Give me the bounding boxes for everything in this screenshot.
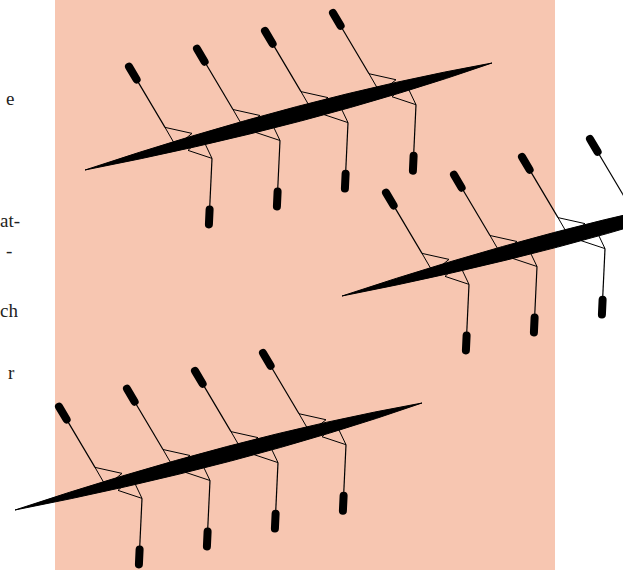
boat-hull bbox=[342, 189, 623, 296]
oar-blade bbox=[409, 156, 418, 171]
oar-blade bbox=[135, 549, 144, 564]
boat-hull bbox=[85, 63, 492, 170]
text-fragment: ch bbox=[0, 300, 18, 322]
oar-blade bbox=[129, 67, 137, 80]
oar-blade bbox=[203, 532, 212, 547]
oar-blade bbox=[271, 514, 280, 529]
oar-blade bbox=[265, 31, 273, 44]
text-fragment: at- bbox=[0, 210, 20, 232]
oar-blade bbox=[205, 209, 214, 224]
oar-blade bbox=[59, 407, 67, 420]
oar-blade bbox=[197, 49, 205, 62]
oar-blade bbox=[530, 318, 539, 333]
oar-blade bbox=[598, 300, 607, 315]
oar-blade bbox=[339, 496, 348, 511]
oar-blade bbox=[263, 353, 271, 366]
text-fragment: r bbox=[8, 362, 14, 384]
oar-blade bbox=[195, 371, 203, 384]
text-fragment: e bbox=[6, 88, 14, 110]
boat-hull bbox=[15, 403, 422, 510]
oar-blade bbox=[127, 389, 135, 402]
oar-blade bbox=[273, 192, 282, 207]
boats bbox=[15, 13, 623, 564]
oar-blade bbox=[462, 335, 471, 350]
oar-blade bbox=[333, 13, 341, 26]
oar-blade bbox=[454, 175, 462, 188]
oar-blade bbox=[386, 193, 394, 206]
text-fragment: - bbox=[6, 240, 12, 262]
oar-blade bbox=[341, 174, 350, 189]
oar-blade bbox=[522, 157, 530, 170]
oar-blade bbox=[590, 139, 598, 152]
